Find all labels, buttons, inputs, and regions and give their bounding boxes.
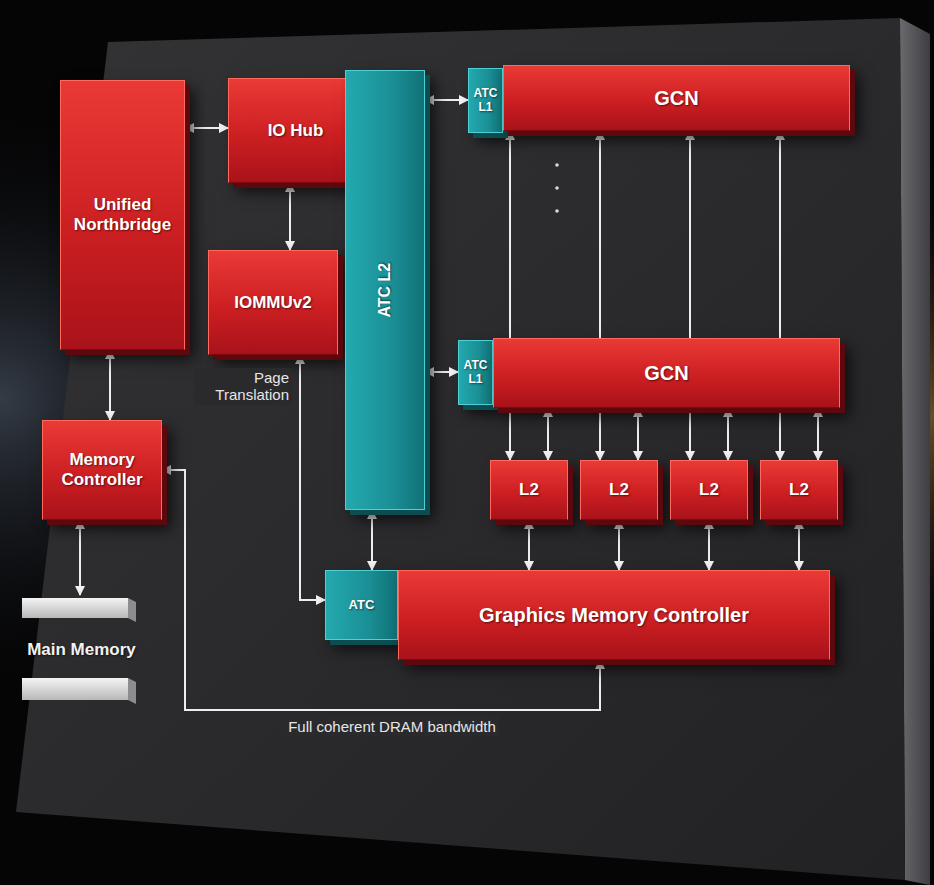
l2-cache-box: L2: [670, 460, 748, 520]
node-label: Graphics Memory Controller: [479, 604, 749, 627]
connector-arrow: [371, 510, 373, 570]
connector-arrow: [528, 520, 530, 570]
connector-arrow: [425, 99, 468, 101]
connector-arrow: [637, 408, 639, 460]
connector-arrow: [708, 520, 710, 570]
connector-label: Page Translation: [194, 368, 292, 405]
memory-sticks: [22, 598, 136, 704]
main-memory-box: Main Memory: [18, 595, 145, 705]
connector-arrow: [425, 371, 458, 373]
node-label: Main Memory: [27, 640, 136, 660]
atc-l2-box: ATC L2: [345, 70, 425, 510]
io-hub-box: IO Hub: [228, 78, 363, 183]
slab-side: [900, 18, 930, 885]
l2-cache-box: L2: [760, 460, 838, 520]
connector-arrow: [798, 520, 800, 570]
connector-arrow: [509, 131, 511, 460]
connector-arrow: [79, 520, 81, 595]
node-label: L2: [789, 480, 809, 500]
connector-arrow: [689, 131, 691, 460]
connector-arrow: [300, 355, 325, 600]
node-label: GCN: [654, 87, 698, 110]
graphics-memory-controller-box: Graphics Memory Controller: [398, 570, 830, 660]
connector-arrow: [817, 408, 819, 460]
l2-cache-box: L2: [490, 460, 568, 520]
node-label: L2: [519, 480, 539, 500]
connector-arrow: [185, 127, 228, 129]
connector-arrow: [599, 131, 601, 460]
connector-arrow: [779, 131, 781, 460]
slab-face: [16, 18, 905, 880]
connector-label: Full coherent DRAM bandwidth: [285, 717, 499, 736]
node-label: Memory Controller: [49, 450, 155, 489]
memory-controller-box: Memory Controller: [42, 420, 162, 520]
connector-arrow: [727, 408, 729, 460]
northbridge-box: Unified Northbridge: [60, 80, 185, 350]
atc-box: ATC: [325, 570, 398, 640]
node-label: Unified Northbridge: [67, 195, 178, 234]
connector-arrow: [618, 520, 620, 570]
node-label: ATC L1: [471, 87, 500, 115]
connector-arrow: [109, 350, 111, 420]
node-label: ATC: [349, 598, 375, 613]
node-label: L2: [609, 480, 629, 500]
node-label: GCN: [644, 362, 688, 385]
node-label: IO Hub: [268, 121, 324, 141]
atc-l1-box: ATC L1: [468, 68, 503, 133]
iommu-box: IOMMUv2: [208, 250, 338, 355]
connector-arrow: [289, 183, 291, 250]
gcn-box: GCN: [493, 338, 840, 408]
node-label: L2: [699, 480, 719, 500]
connector-arrow: [547, 408, 549, 460]
node-label: IOMMUv2: [234, 293, 311, 313]
node-label: ATC L2: [376, 263, 394, 318]
node-label: ATC L1: [461, 359, 490, 387]
atc-l1-box: ATC L1: [458, 340, 493, 405]
gcn-box: GCN: [503, 65, 850, 131]
continuation-dots: [555, 163, 559, 213]
l2-cache-box: L2: [580, 460, 658, 520]
